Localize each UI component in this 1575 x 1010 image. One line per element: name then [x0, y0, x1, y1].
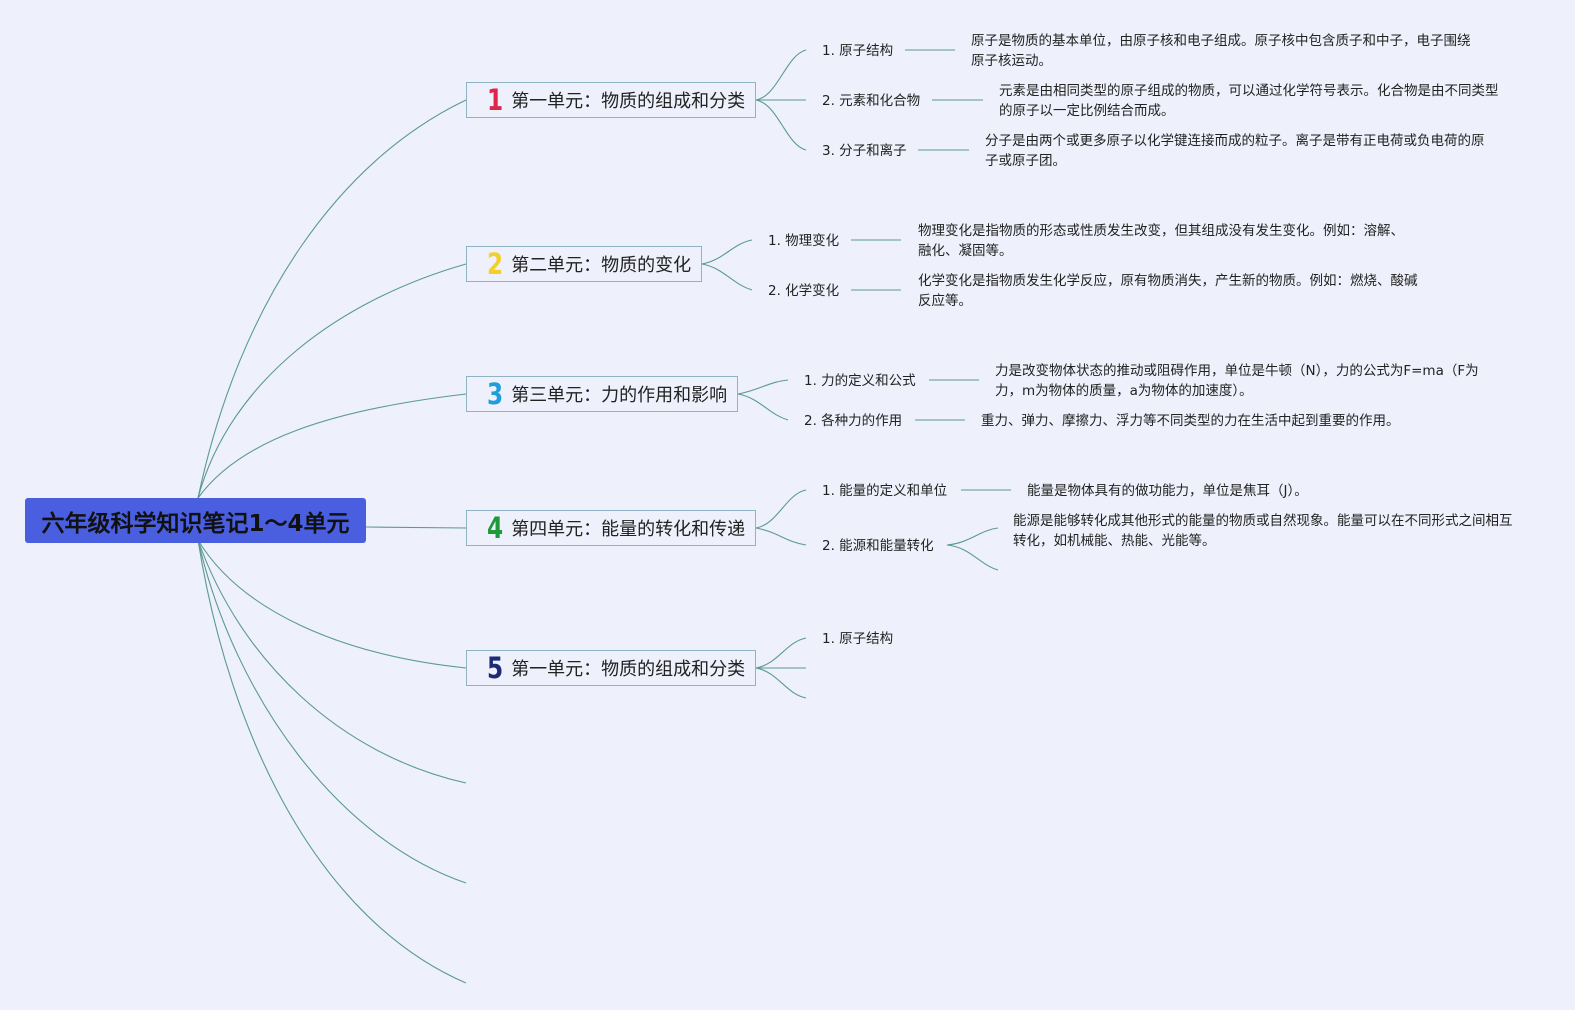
detail-4-2: 能源是能够转化成其他形式的能量的物质或自然现象。能量可以在不同形式之间相互转化，…	[1013, 513, 1513, 549]
topic-3-2[interactable]: 2. 各种力的作用	[804, 413, 903, 429]
topic-1-3[interactable]: 3. 分子和离子	[822, 143, 907, 159]
unit-number-1: 1	[487, 82, 504, 117]
topic-1-1[interactable]: 1. 原子结构	[822, 43, 894, 59]
topic-4-2[interactable]: 2. 能源和能量转化	[822, 538, 934, 554]
topic-2-2[interactable]: 2. 化学变化	[768, 283, 840, 299]
unit-number-5: 5	[487, 650, 504, 685]
detail-2-1: 物理变化是指物质的形态或性质发生改变，但其组成没有发生变化。例如：溶解、融化、凝…	[918, 223, 1404, 259]
topic-3-1[interactable]: 1. 力的定义和公式	[804, 373, 916, 389]
topic-2-1[interactable]: 1. 物理变化	[768, 233, 840, 249]
unit-title-5: 第一单元：物质的组成和分类	[511, 659, 746, 680]
unit-node-1[interactable]: 1 第一单元：物质的组成和分类	[466, 82, 756, 118]
topic-5-1[interactable]: 1. 原子结构	[822, 631, 894, 647]
detail-1-1: 原子是物质的基本单位，由原子核和电子组成。原子核中包含质子和中子，电子围绕原子核…	[971, 33, 1471, 69]
unit-node-3[interactable]: 3 第三单元：力的作用和影响	[466, 376, 738, 412]
root-title: 六年级科学知识笔记1～4单元	[41, 510, 350, 537]
unit-node-5[interactable]: 5 第一单元：物质的组成和分类	[466, 650, 756, 686]
unit-number-3: 3	[487, 376, 504, 411]
detail-3-2: 重力、弹力、摩擦力、浮力等不同类型的力在生活中起到重要的作用。	[981, 413, 1400, 429]
unit-title-4: 第四单元：能量的转化和传递	[511, 519, 746, 540]
unit-node-4[interactable]: 4 第四单元：能量的转化和传递	[466, 510, 756, 546]
root-topic[interactable]: 六年级科学知识笔记1～4单元	[25, 498, 366, 543]
detail-3-1: 力是改变物体状态的推动或阻碍作用，单位是牛顿（N），力的公式为F=ma（F为力，…	[995, 363, 1479, 399]
unit-title-1: 第一单元：物质的组成和分类	[511, 91, 746, 112]
detail-1-3: 分子是由两个或更多原子以化学键连接而成的粒子。离子是带有正电荷或负电荷的原子或原…	[985, 133, 1485, 169]
topic-1-2[interactable]: 2. 元素和化合物	[822, 93, 921, 109]
detail-1-2: 元素是由相同类型的原子组成的物质，可以通过化学符号表示。化合物是由不同类型的原子…	[999, 83, 1499, 119]
unit-number-4: 4	[487, 510, 504, 545]
detail-2-2: 化学变化是指物质发生化学反应，原有物质消失，产生新的物质。例如：燃烧、酸碱反应等…	[918, 273, 1418, 309]
detail-4-1: 能量是物体具有的做功能力，单位是焦耳（J）。	[1027, 483, 1308, 499]
unit-number-2: 2	[487, 246, 504, 281]
unit-title-3: 第三单元：力的作用和影响	[511, 385, 728, 406]
unit-title-2: 第二单元：物质的变化	[511, 255, 692, 276]
topic-4-1[interactable]: 1. 能量的定义和单位	[822, 483, 948, 499]
unit-node-2[interactable]: 2 第二单元：物质的变化	[466, 246, 702, 282]
